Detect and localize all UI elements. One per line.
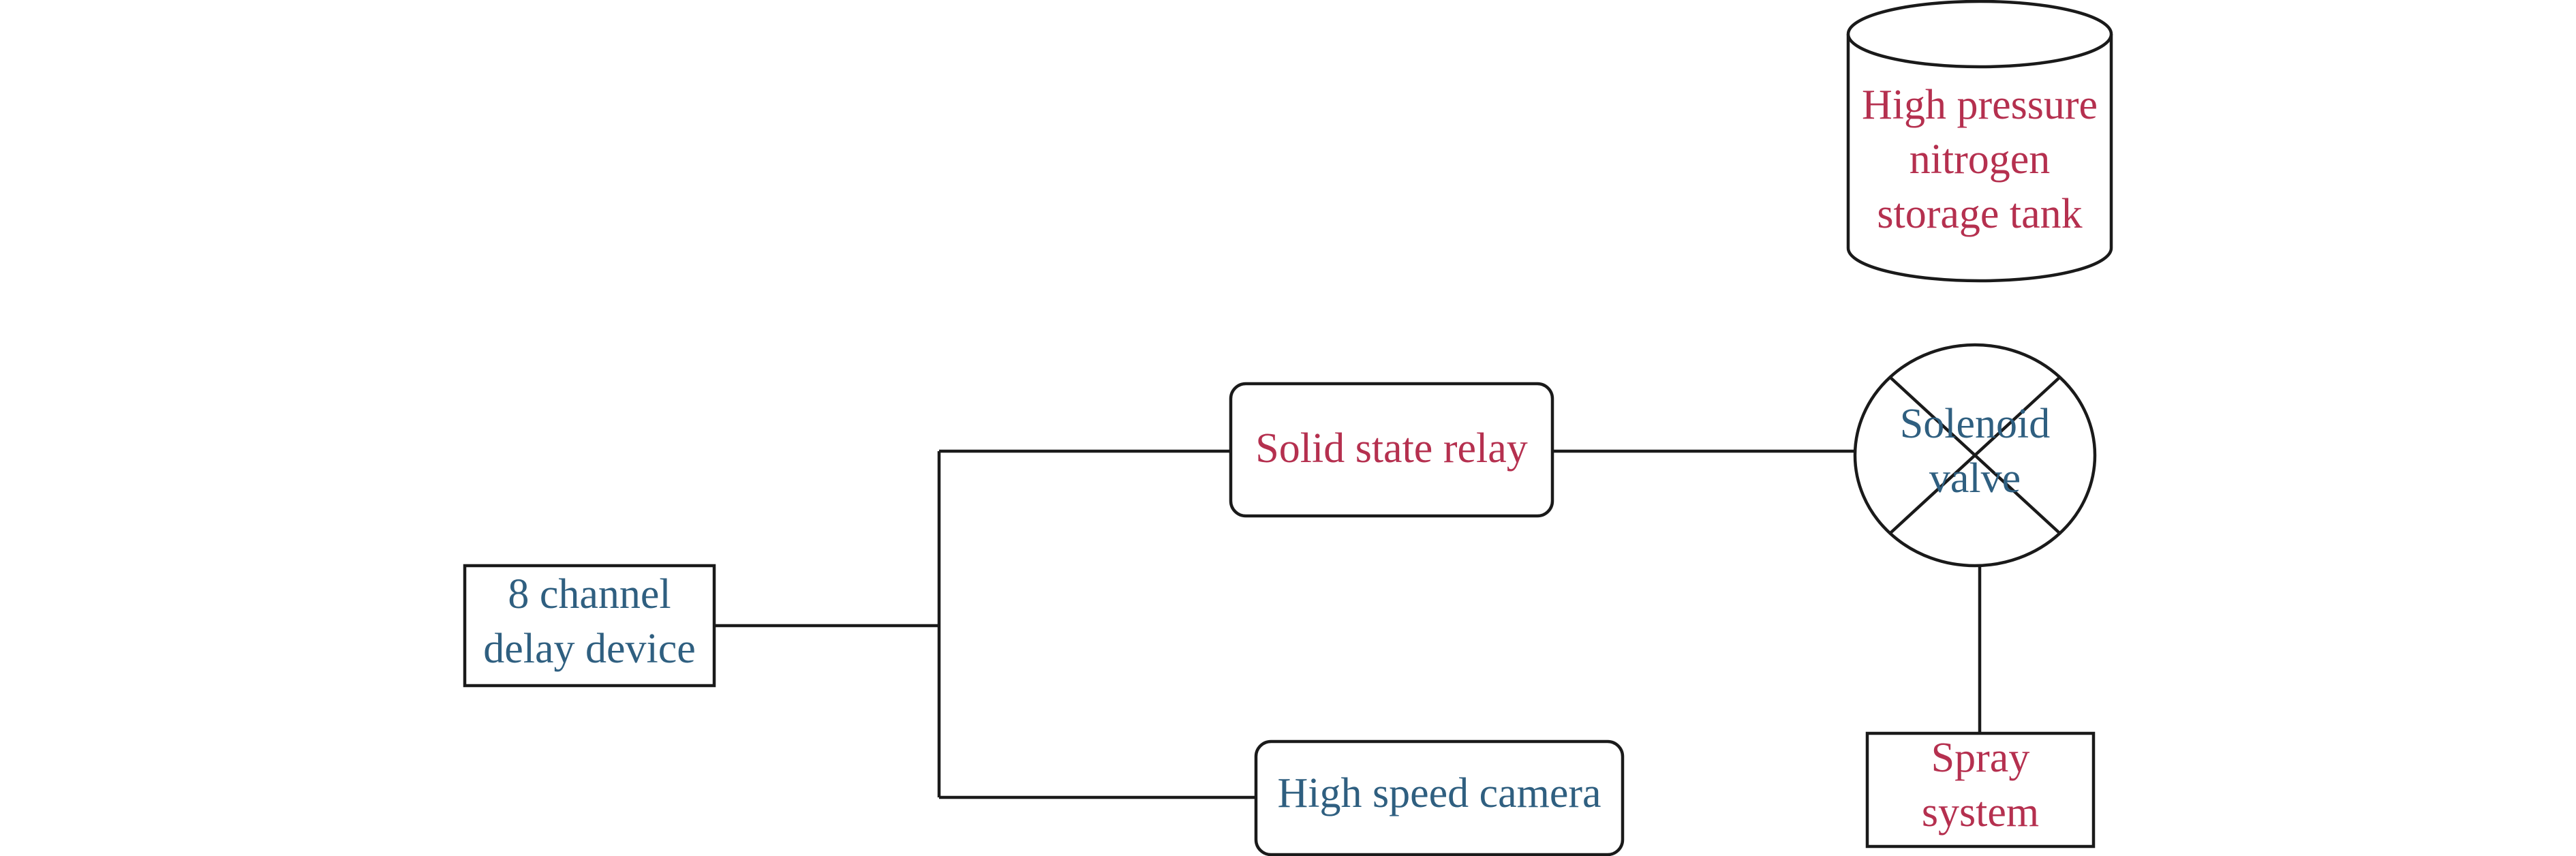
node-label-line: valve: [1929, 455, 2021, 502]
nitrogen-tank-body: [1846, 34, 2113, 283]
delay-device-box: [463, 564, 716, 688]
delay-device-label: 8 channel delay device: [483, 571, 696, 672]
node-label-line: 8 channel: [508, 571, 671, 617]
high-speed-camera-box: [1254, 739, 1625, 856]
solenoid-valve-cross-b: [1889, 376, 2061, 534]
node-label-line: Solenoid: [1900, 401, 2050, 447]
node-spray-system: Spray system: [1865, 731, 2096, 849]
node-label-line: Spray: [1931, 735, 2030, 781]
solid-state-relay-box: [1229, 382, 1554, 518]
node-delay-device: 8 channel delay device: [463, 564, 716, 688]
spray-system-box: [1865, 731, 2096, 849]
node-label-line: High speed camera: [1277, 770, 1601, 816]
node-high-speed-camera: High speed camera: [1254, 739, 1625, 856]
node-nitrogen-tank: High pressure nitrogen storage tank: [1846, 0, 2113, 283]
nitrogen-tank-label: High pressure nitrogen storage tank: [1862, 82, 2098, 237]
node-label-line: delay device: [483, 626, 696, 672]
solid-state-relay-label: Solid state relay: [1255, 425, 1527, 472]
solenoid-valve-label: Solenoid valve: [1900, 401, 2050, 502]
node-label-line: High pressure: [1862, 82, 2098, 128]
nitrogen-tank-top: [1846, 0, 2113, 69]
node-solenoid-valve: Solenoid valve: [1853, 343, 2097, 568]
spray-system-label: Spray system: [1922, 735, 2039, 836]
node-label-line: system: [1922, 789, 2039, 836]
node-label-line: storage tank: [1877, 191, 2082, 237]
node-solid-state-relay: Solid state relay: [1229, 382, 1554, 518]
high-speed-camera-label: High speed camera: [1277, 770, 1601, 816]
node-label-line: Solid state relay: [1255, 425, 1527, 472]
node-label-line: nitrogen: [1910, 136, 2051, 183]
connectors: [714, 449, 1982, 799]
